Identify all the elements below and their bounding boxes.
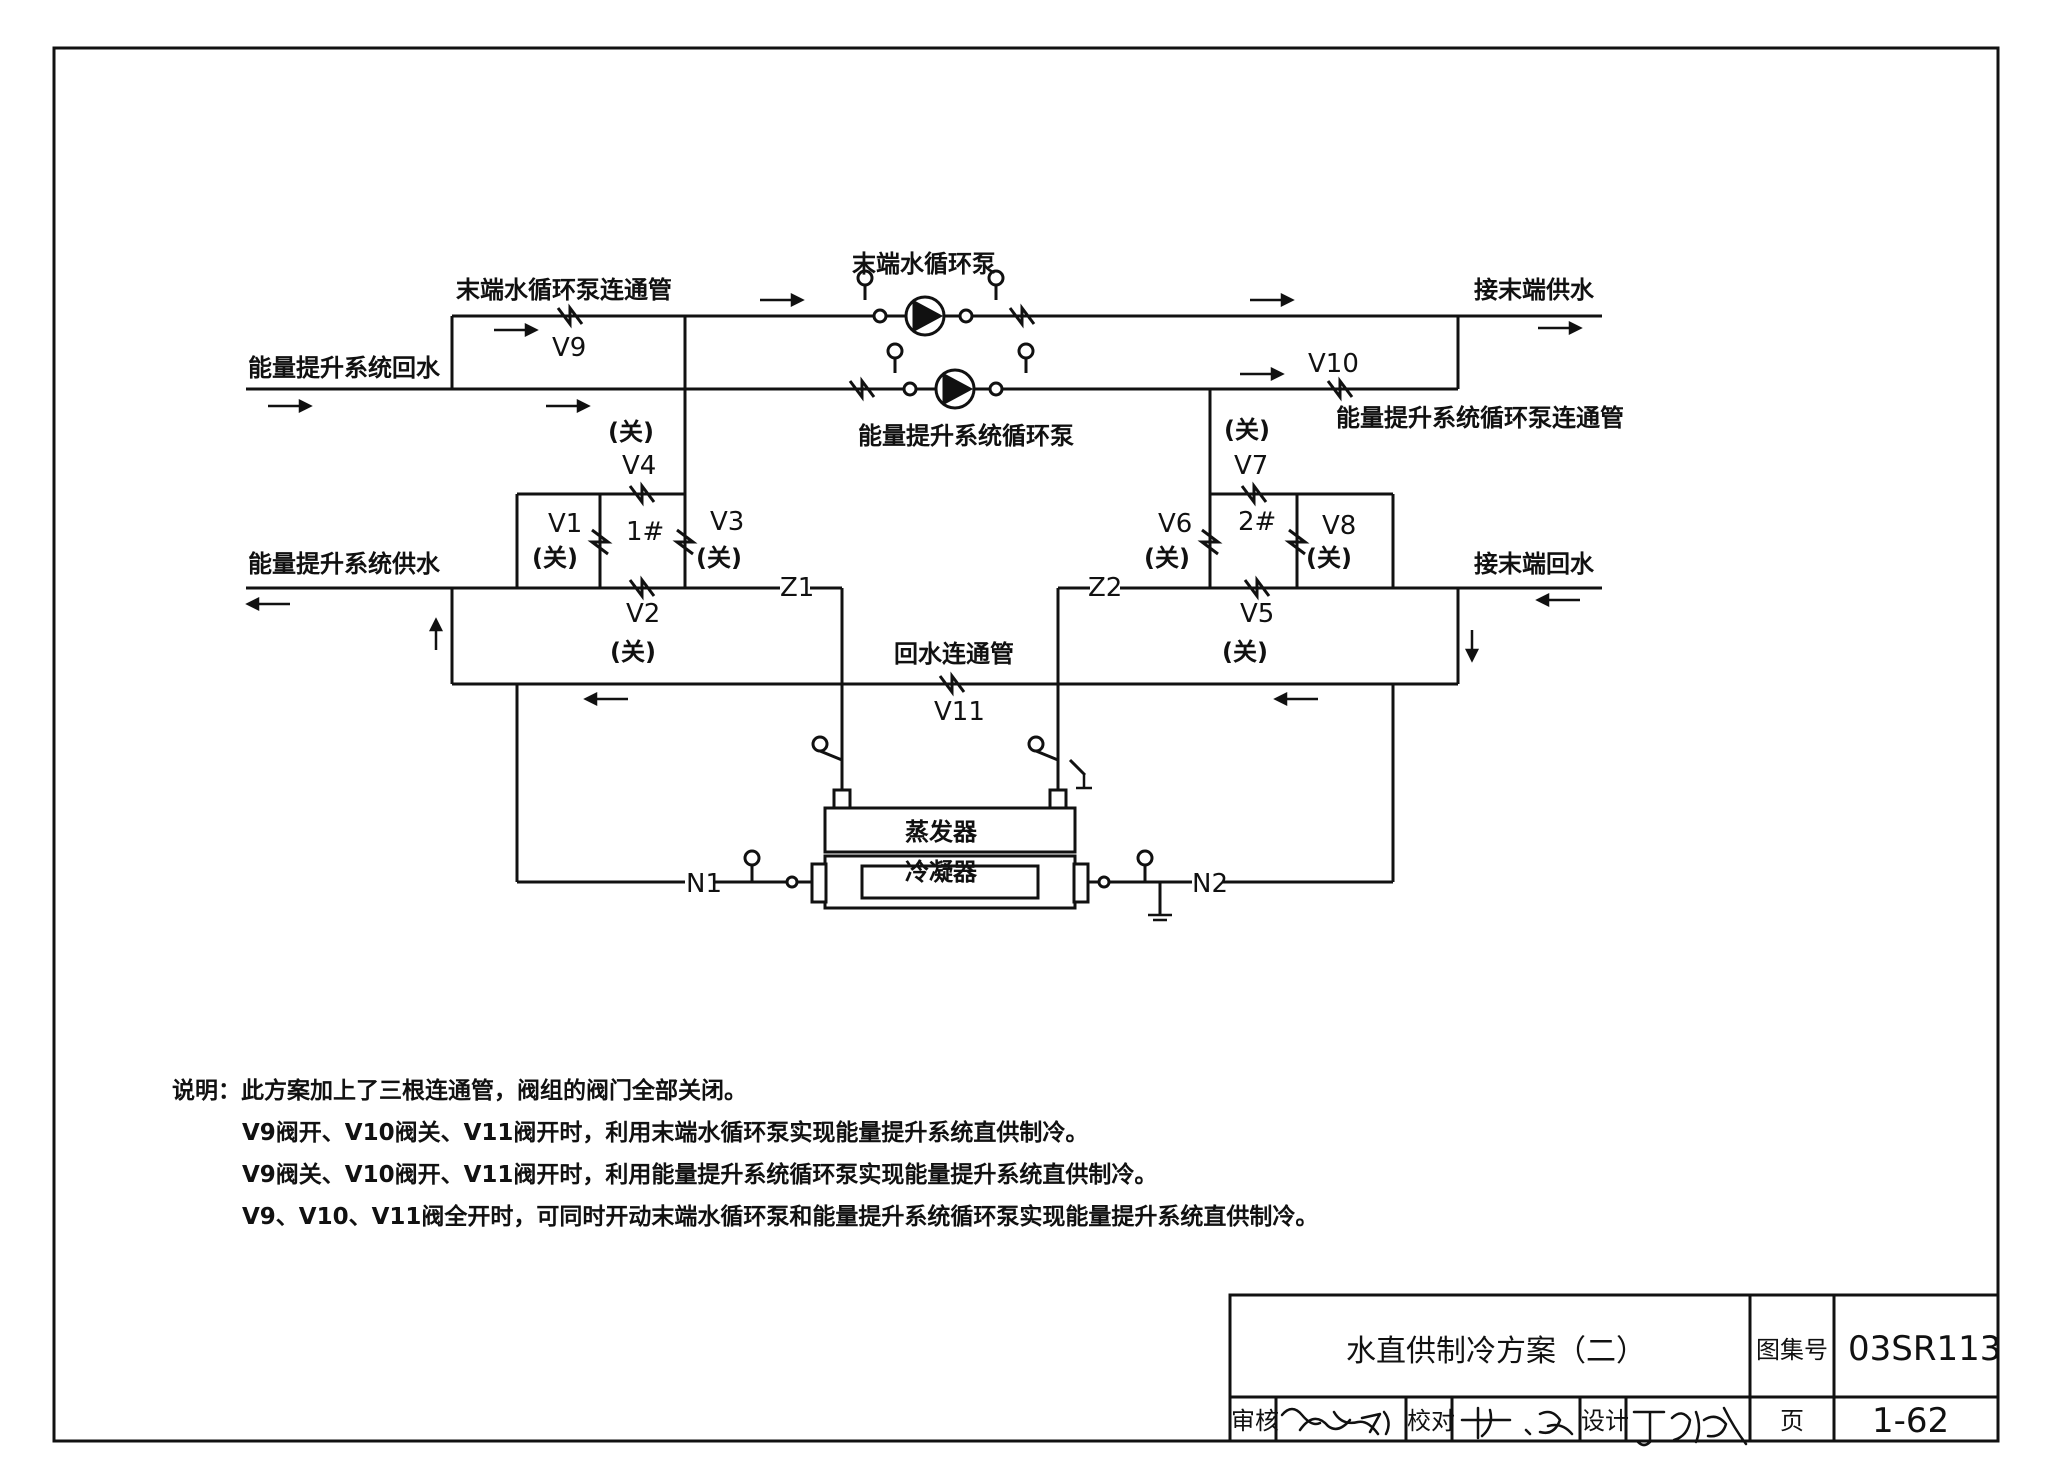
- arrow-right-icon: [760, 292, 805, 308]
- valve-v3-icon: [672, 528, 698, 556]
- check-label: 校对: [1407, 1407, 1455, 1435]
- end-pump-bypass-label: 末端水循环泵连通管: [456, 276, 672, 304]
- valve-v5-state: (关): [1222, 638, 1268, 666]
- valve-v10-icon: [1326, 376, 1354, 402]
- checker-signature-icon: [1460, 1406, 1574, 1440]
- lift-supply-label: 能量提升系统供水: [248, 550, 441, 578]
- drawing-title: 水直供制冷方案（二）: [1346, 1334, 1646, 1369]
- node-n2-label: N2: [1192, 869, 1228, 899]
- to-end-supply-label: 接末端供水: [1474, 276, 1595, 304]
- title-block: [1228, 1293, 2000, 1443]
- to-end-return-label: 接末端回水: [1474, 550, 1595, 578]
- node-z1-label: Z1: [780, 573, 814, 603]
- valve-v7-label: V7: [1234, 451, 1268, 481]
- valve-v2-icon: [628, 575, 656, 601]
- valve-v9-icon: [556, 303, 584, 329]
- arrow-right-icon: [1240, 366, 1285, 382]
- valve-v1-state: (关): [532, 544, 578, 572]
- arrow-right-icon: [1250, 292, 1295, 308]
- valve-v5-icon: [1243, 575, 1271, 601]
- valve-v10-label: V10: [1308, 349, 1359, 379]
- sheet-border: [52, 46, 2000, 1443]
- valve-v7-state: (关): [1224, 416, 1270, 444]
- arrow-right-icon: [546, 398, 591, 414]
- note-line: V9阀开、V10阀关、V11阀开时，利用末端水循环泵实现能量提升系统直供制冷。: [242, 1119, 1088, 1146]
- arrow-right-icon: [268, 398, 313, 414]
- designer-signature-icon: [1632, 1406, 1748, 1447]
- lift-pump-label: 能量提升系统循环泵: [858, 422, 1074, 450]
- note-line: V9、V10、V11阀全开时，可同时开动末端水循环泵和能量提升系统循环泵实现能量…: [242, 1203, 1318, 1230]
- review-label: 审核: [1231, 1407, 1279, 1435]
- arrow-left-icon: [245, 596, 290, 612]
- valve-v5-label: V5: [1240, 599, 1274, 629]
- valve-end-pump-out-icon: [1008, 303, 1036, 329]
- valve-v1-label: V1: [548, 509, 582, 539]
- atlas-label: 图集号: [1756, 1336, 1828, 1364]
- valve-v2-label: V2: [626, 599, 660, 629]
- page-label: 页: [1780, 1407, 1804, 1435]
- valve-v11-label: V11: [934, 697, 985, 727]
- arrow-left-icon: [583, 691, 628, 707]
- drain-icon: [1076, 775, 1172, 922]
- evaporator-box: [823, 806, 1077, 854]
- end-pump-icon: [856, 269, 1005, 337]
- return-bypass-label: 回水连通管: [894, 640, 1014, 668]
- valve-v7-icon: [1240, 481, 1268, 507]
- page-number: 1-62: [1872, 1401, 1949, 1441]
- chiller-unit: [743, 735, 1154, 910]
- valve-v9-label: V9: [552, 333, 586, 363]
- valve-v6-icon: [1197, 528, 1223, 556]
- valve-v1-icon: [587, 528, 613, 556]
- group-2-label: 2#: [1238, 507, 1276, 537]
- valve-v3-label: V3: [710, 507, 744, 537]
- valve-v8-state: (关): [1306, 544, 1352, 572]
- note-line: V9阀关、V10阀开、V11阀开时，利用能量提升系统循环泵实现能量提升系统直供制…: [242, 1161, 1157, 1188]
- notes: 说明：此方案加上了三根连通管，阀组的阀门全部关闭。 V9阀开、V10阀关、V11…: [172, 1077, 1318, 1230]
- lift-pump-bypass-label: 能量提升系统循环泵连通管: [1336, 404, 1624, 432]
- evaporator-label: 蒸发器: [905, 818, 978, 846]
- note-line: 说明：此方案加上了三根连通管，阀组的阀门全部关闭。: [172, 1077, 747, 1104]
- valve-v4-label: V4: [622, 451, 656, 481]
- valve-v2-state: (关): [610, 638, 656, 666]
- condenser-label: 冷凝器: [905, 858, 978, 886]
- valve-v3-state: (关): [696, 544, 742, 572]
- arrow-up-icon: [428, 617, 444, 650]
- piping: [246, 314, 1602, 915]
- arrow-left-icon: [1535, 592, 1580, 608]
- valve-v6-state: (关): [1144, 544, 1190, 572]
- node-z2-label: Z2: [1088, 573, 1122, 603]
- valve-v11-icon: [938, 671, 966, 697]
- valve-v6-label: V6: [1158, 509, 1192, 539]
- design-label: 设计: [1581, 1407, 1629, 1435]
- group-1-label: 1#: [626, 517, 664, 547]
- arrow-left-icon: [1273, 691, 1318, 707]
- valve-lift-pump-in-icon: [848, 376, 876, 402]
- valve-v8-icon: [1284, 528, 1310, 556]
- lift-pump-icon: [886, 342, 1035, 410]
- flow-arrows: [245, 292, 1583, 707]
- valve-v4-icon: [628, 481, 656, 507]
- reviewer-signature-icon: [1280, 1407, 1390, 1436]
- arrow-down-icon: [1464, 630, 1480, 663]
- arrow-right-icon: [494, 322, 539, 338]
- valve-v4-state: (关): [608, 418, 654, 446]
- arrow-right-icon: [1538, 320, 1583, 336]
- node-n1-label: N1: [686, 869, 722, 899]
- valve-v8-label: V8: [1322, 511, 1356, 541]
- valve-symbols: [556, 303, 1354, 697]
- lift-return-label: 能量提升系统回水: [248, 354, 441, 382]
- atlas-number: 03SR113: [1848, 1329, 2001, 1369]
- end-pump-label: 末端水循环泵: [852, 250, 996, 278]
